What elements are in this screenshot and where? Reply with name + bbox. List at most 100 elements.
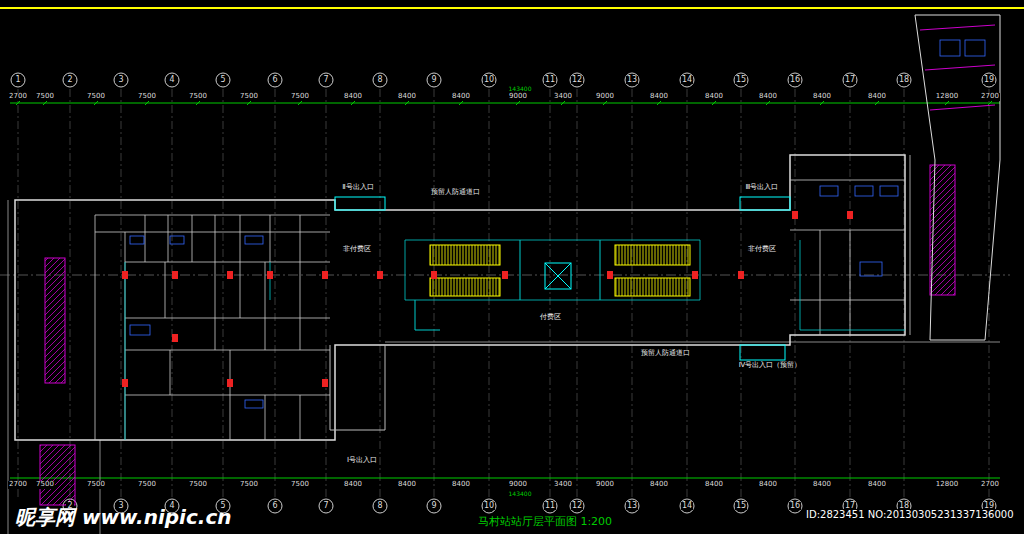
grid-line: [795, 89, 796, 499]
grid-number: 12: [571, 76, 583, 85]
grid-number: 11: [544, 502, 556, 511]
grid-bubble: [268, 73, 282, 87]
grid-bubble: [319, 499, 333, 513]
entrance-label: Ⅳ号出入口（预留）: [738, 362, 802, 370]
dimension: 3400: [553, 93, 573, 101]
grid-bubble: [734, 499, 748, 513]
watermark-id: ID:2823451 NO:20130305231337136000: [805, 509, 1015, 520]
grid-bubble: [373, 499, 387, 513]
dimension: 7500: [239, 481, 259, 489]
dimension: 2700: [8, 93, 28, 101]
grid-number: 6: [271, 502, 278, 511]
elevator: [545, 263, 571, 289]
title: 马村站站厅层平面图 1:200: [477, 516, 613, 528]
column: [502, 271, 508, 279]
shaft: [45, 258, 65, 383]
dimension: 8400: [451, 481, 471, 489]
equipment: [130, 40, 985, 408]
grid-number: 15: [735, 76, 747, 85]
dimension: 9000: [595, 93, 615, 101]
escalator: [615, 278, 690, 296]
grid-bubble: [788, 73, 802, 87]
column: [847, 211, 853, 219]
grid-number: 4: [168, 76, 175, 85]
dimension: 7500: [290, 481, 310, 489]
dimension-line: [10, 478, 1000, 479]
column: [267, 271, 273, 279]
grid-number: 10: [483, 76, 495, 85]
entrance: [740, 197, 790, 210]
grid-bubble: [680, 73, 694, 87]
grid-line: [172, 89, 173, 499]
grid-bubble: [373, 73, 387, 87]
partition: [125, 240, 905, 440]
grid-number: 3: [117, 76, 124, 85]
grid-bubble: [319, 73, 333, 87]
dimension: 12800: [935, 93, 959, 101]
entrance: [335, 197, 385, 210]
grid-number: 12: [571, 502, 583, 511]
dimension: 12800: [935, 481, 959, 489]
grid-bubble: [482, 73, 496, 87]
dimension: 8400: [812, 93, 832, 101]
grid-bubble: [680, 499, 694, 513]
entrance-label: Ⅰ号出入口: [346, 457, 378, 465]
grid-number: 8: [376, 76, 383, 85]
grid-number: 1: [14, 76, 21, 85]
dimension: 8400: [397, 481, 417, 489]
dimension: 7500: [239, 93, 259, 101]
grid-bubble: [216, 73, 230, 87]
shaft: [930, 165, 955, 295]
dimension: 9000: [508, 93, 528, 101]
grid-number: 11: [544, 76, 556, 85]
grid-bubble: [897, 73, 911, 87]
column: [172, 271, 178, 279]
dimension-line: [10, 103, 1000, 104]
column: [377, 271, 383, 279]
grid-number: 9: [430, 76, 437, 85]
dimension: 7500: [86, 481, 106, 489]
frame-line: [0, 7, 1024, 9]
grid-bubble: [543, 499, 557, 513]
grid-line: [326, 89, 327, 499]
grid-line: [550, 89, 551, 499]
grid-line: [223, 89, 224, 499]
escalator: [430, 278, 500, 296]
dimension: 8400: [867, 481, 887, 489]
dimension: 7500: [137, 93, 157, 101]
zone-label: 非付费区: [747, 246, 777, 254]
entrance-label: 预留人防通道口: [430, 189, 481, 197]
grid-bubble: [543, 73, 557, 87]
dimension: 7500: [188, 93, 208, 101]
structure-line: [8, 200, 1000, 534]
entrance-label: Ⅲ号出入口: [745, 184, 780, 192]
grid-number: 17: [844, 76, 856, 85]
grid-number: 16: [789, 502, 801, 511]
grid-line: [70, 89, 71, 499]
grid-number: 6: [271, 76, 278, 85]
dimension: 7500: [35, 93, 55, 101]
grid-bubble: [625, 73, 639, 87]
dimension: 7500: [35, 481, 55, 489]
column: [792, 211, 798, 219]
grid-number: 13: [626, 502, 638, 511]
grid-number: 10: [483, 502, 495, 511]
dimension: 8400: [397, 93, 417, 101]
dimension: 8400: [758, 481, 778, 489]
columns: [122, 211, 853, 387]
entrance: [330, 345, 385, 430]
dimension: 3400: [553, 481, 573, 489]
grid-number: 8: [376, 502, 383, 511]
grid-bubble: [482, 499, 496, 513]
dimension: 8400: [704, 93, 724, 101]
grid-number: 16: [789, 76, 801, 85]
column: [607, 271, 613, 279]
grid-number: 9: [430, 502, 437, 511]
grid-bubble: [268, 499, 282, 513]
dimension: 7500: [290, 93, 310, 101]
grid-number: 7: [322, 76, 329, 85]
grid-bubble: [63, 73, 77, 87]
grid: [11, 73, 996, 513]
column: [172, 334, 178, 342]
